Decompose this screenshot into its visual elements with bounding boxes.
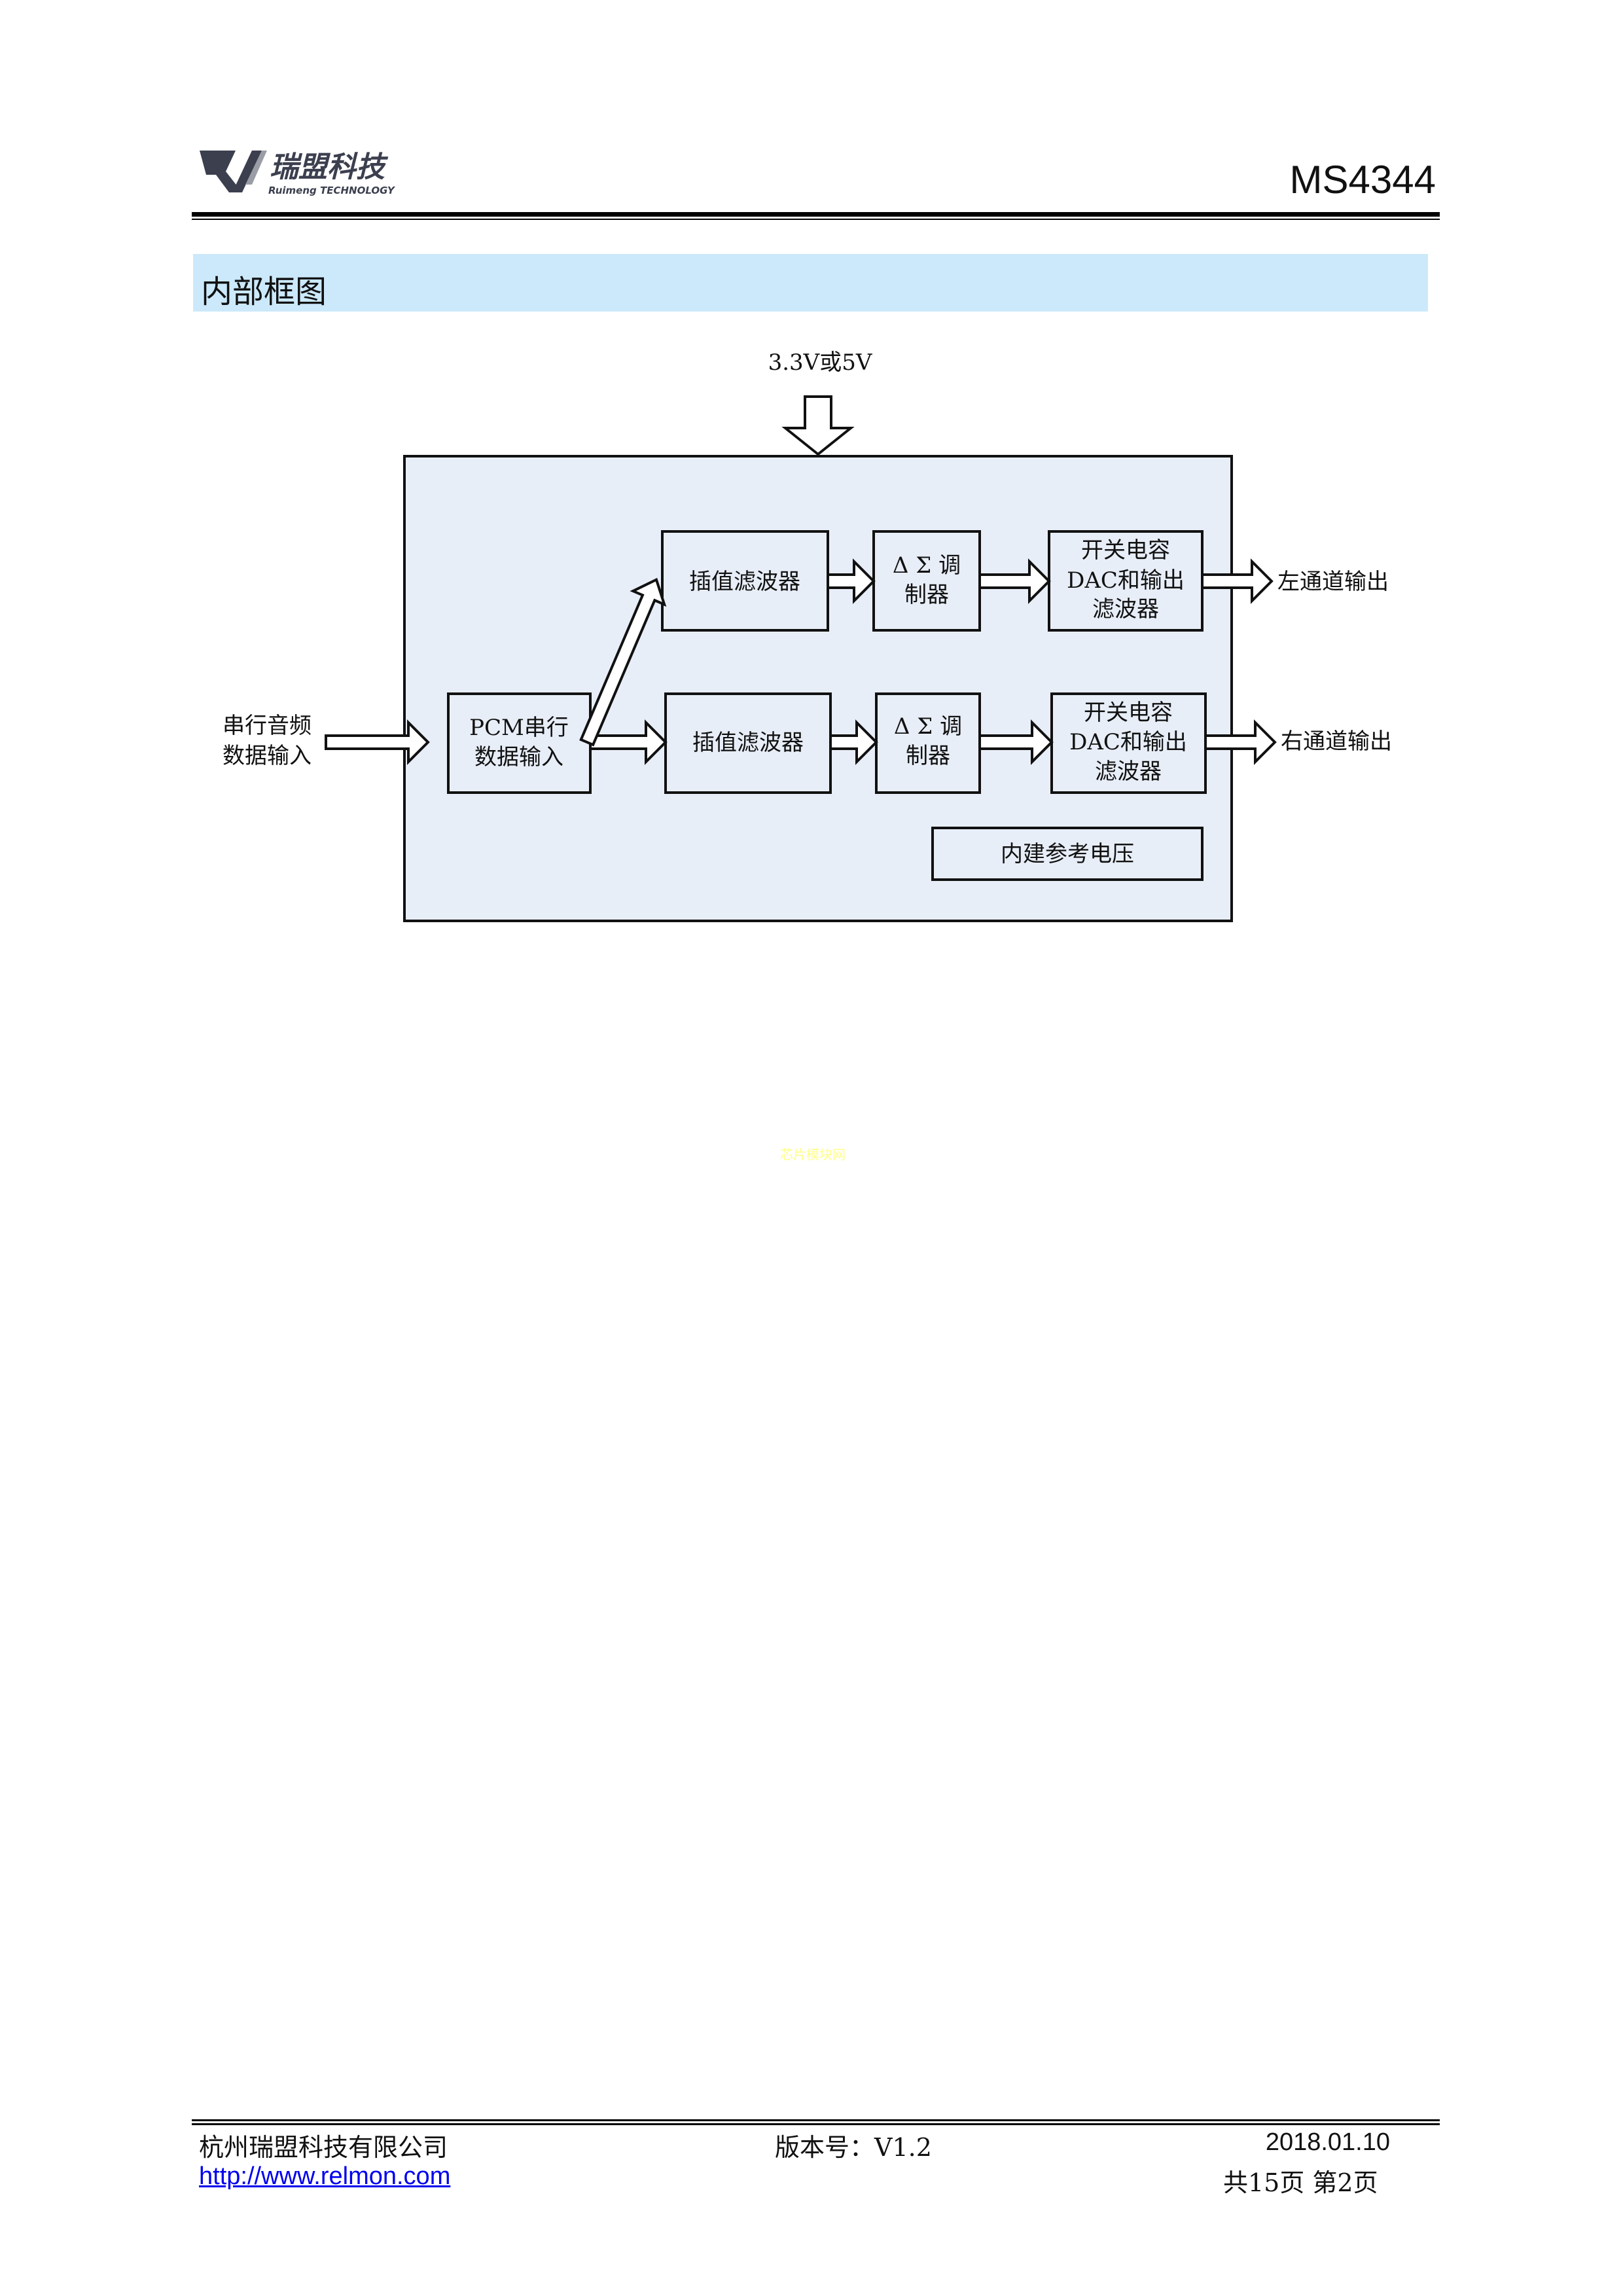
section-heading-band [193,254,1428,312]
dac-left-1: 开关电容 [1081,537,1170,564]
arrow-right-2 [978,719,1054,765]
pcm-to-right-arrow [589,719,668,765]
supply-arrow [781,395,855,456]
input-label-1: 串行音频 [223,713,312,739]
modulator-right-2: 制器 [906,743,950,769]
footer-rule [192,2119,1440,2121]
left-output-arrow [1201,558,1274,604]
footer-company: 杭州瑞盟科技有限公司 [199,2133,448,2162]
footer-date: 2018.01.10 [1265,2128,1390,2156]
footer-rule-2 [192,2123,1440,2125]
dac-right [1050,692,1207,794]
dac-right-1: 开关电容 [1084,700,1173,726]
svg-text:瑞盟科技: 瑞盟科技 [270,151,389,184]
arrow-left-1 [827,558,876,604]
document-code: MS4344 [1289,158,1436,202]
pcm-label-1: PCM串行 [469,715,569,741]
footer-page-number: 共15页 第2页 [1223,2168,1378,2197]
arrow-right-1 [829,719,878,765]
footer-version: 版本号：V1.2 [775,2133,932,2162]
header-rule [192,212,1440,217]
dac-left [1048,530,1204,632]
right-output-label: 右通道输出 [1281,728,1392,755]
pcm-label-2: 数据输入 [474,744,563,770]
input-label-2: 数据输入 [223,743,312,769]
dac-right-2: DAC和输出 [1069,729,1187,755]
dac-left-3: 滤波器 [1092,596,1159,622]
section-title: 内部框图 [201,274,327,310]
right-output-arrow [1204,719,1277,765]
input-arrow [325,719,430,765]
interp-filter-left [661,530,829,632]
pcm-input-block [447,692,592,794]
block-diagram: 3.3V或5V 串行音频 数据输入 PCM串行 数据输入 插值滤波器 Δ Σ 调… [223,350,1392,922]
footer-url-link[interactable]: http://www.relmon.com [199,2162,451,2190]
header-rule-thin [192,219,1440,220]
supply-label: 3.3V或5V [768,350,873,376]
interp-label-left: 插值滤波器 [689,569,800,595]
company-logo: 瑞盟科技 Ruimeng TECHNOLOGY [200,151,396,196]
svg-text:Ruimeng TECHNOLOGY: Ruimeng TECHNOLOGY [268,185,396,196]
modulator-left-2: 制器 [904,582,949,608]
reference-block [931,827,1204,881]
dac-right-3: 滤波器 [1095,759,1162,785]
pcm-to-left-arrow [579,577,667,747]
modulator-left-1: Δ Σ 调 [893,552,961,579]
interp-label-right: 插值滤波器 [692,730,804,756]
dac-left-2: DAC和输出 [1067,567,1185,594]
arrow-left-2 [978,558,1051,604]
reference-label: 内建参考电压 [1001,841,1134,867]
watermark: 芯片模块网 [780,1147,846,1162]
modulator-left [872,530,981,632]
modulator-right-1: Δ Σ 调 [894,713,962,740]
left-output-label: 左通道输出 [1277,569,1389,595]
